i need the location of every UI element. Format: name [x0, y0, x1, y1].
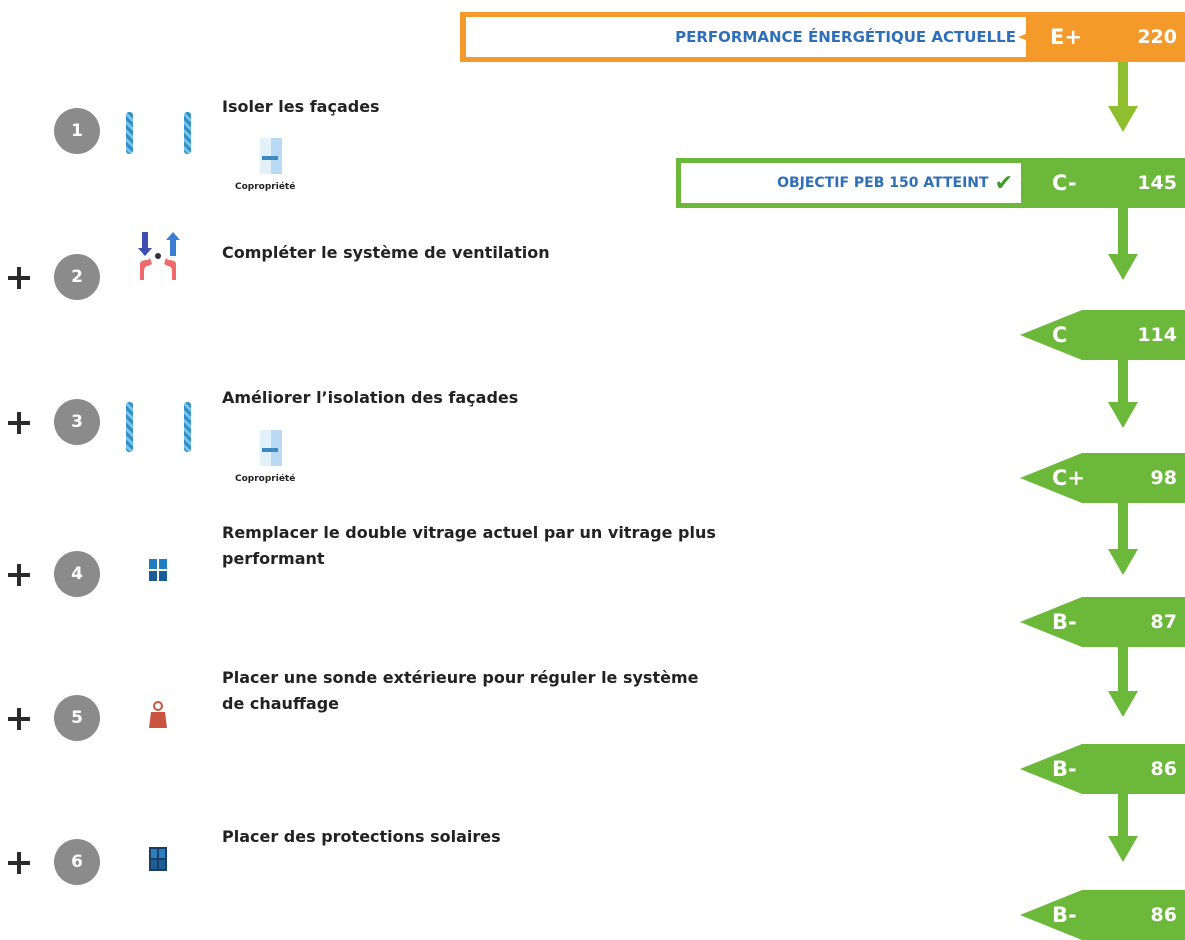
rating-value: 98 [1150, 467, 1177, 489]
down-arrow [1108, 503, 1138, 575]
plus-icon [6, 850, 32, 876]
step-title: Compléter le système de ventilation [222, 243, 550, 262]
plus-icon [6, 706, 32, 732]
thermostat-probe-icon [149, 701, 167, 728]
rating-value: 86 [1150, 758, 1177, 780]
ventilation-icon [138, 232, 180, 280]
step-title: Isoler les façades [222, 97, 380, 116]
copropriete-label: Copropriété [235, 474, 296, 484]
step-title: Placer une sonde extérieure pour réguler… [222, 668, 699, 713]
check-icon: ✔ [994, 170, 1013, 196]
step-title: Placer des protections solaires [222, 827, 501, 846]
rating-value: 87 [1150, 611, 1177, 633]
wall-insulation-icon [126, 402, 133, 452]
rating-value: 86 [1150, 904, 1177, 926]
objective-banner: OBJECTIF PEB 150 ATTEINT ✔ [681, 163, 1021, 203]
rating-value: 114 [1137, 324, 1177, 346]
window-icon [149, 559, 167, 581]
rating-class: B- [1052, 610, 1077, 634]
rating-class: C [1052, 323, 1068, 347]
down-arrow [1108, 360, 1138, 428]
rating-value: 145 [1137, 172, 1177, 194]
step-number: 3 [54, 399, 100, 445]
rating-chevron: B- 87 [1020, 597, 1185, 647]
rating-class: C+ [1052, 466, 1086, 490]
rating-class: B- [1052, 903, 1077, 927]
down-arrow [1108, 62, 1138, 132]
objective-label: OBJECTIF PEB 150 ATTEINT [777, 175, 989, 191]
step-number: 1 [54, 108, 100, 154]
step-number: 2 [54, 254, 100, 300]
rating-chevron: C+ 98 [1020, 453, 1185, 503]
building-icon [260, 138, 282, 174]
plus-icon [6, 562, 32, 588]
rating-class: C- [1052, 171, 1077, 195]
rating-chevron: E+ 220 [1018, 12, 1185, 62]
rating-chevron: C- 145 [1020, 158, 1185, 208]
rating-chevron: B- 86 [1020, 744, 1185, 794]
current-performance-label: PERFORMANCE ÉNERGÉTIQUE ACTUELLE [466, 17, 1026, 57]
building-icon [260, 430, 282, 466]
sun-shade-icon [149, 847, 167, 871]
step-title: Améliorer l’isolation des façades [222, 388, 519, 407]
wall-insulation-icon [184, 402, 191, 452]
rating-class: E+ [1050, 25, 1082, 49]
rating-chevron: B- 86 [1020, 890, 1185, 940]
plus-icon [6, 410, 32, 436]
rating-class: B- [1052, 757, 1077, 781]
down-arrow [1108, 794, 1138, 862]
step-number: 6 [54, 839, 100, 885]
wall-insulation-icon [184, 112, 191, 154]
step-title: Remplacer le double vitrage actuel par u… [222, 523, 716, 568]
copropriete-label: Copropriété [235, 182, 296, 192]
step-number: 5 [54, 695, 100, 741]
down-arrow [1108, 208, 1138, 280]
rating-chevron: C 114 [1020, 310, 1185, 360]
rating-value: 220 [1137, 26, 1177, 48]
plus-icon [6, 265, 32, 291]
down-arrow [1108, 647, 1138, 717]
wall-insulation-icon [126, 112, 133, 154]
step-number: 4 [54, 551, 100, 597]
